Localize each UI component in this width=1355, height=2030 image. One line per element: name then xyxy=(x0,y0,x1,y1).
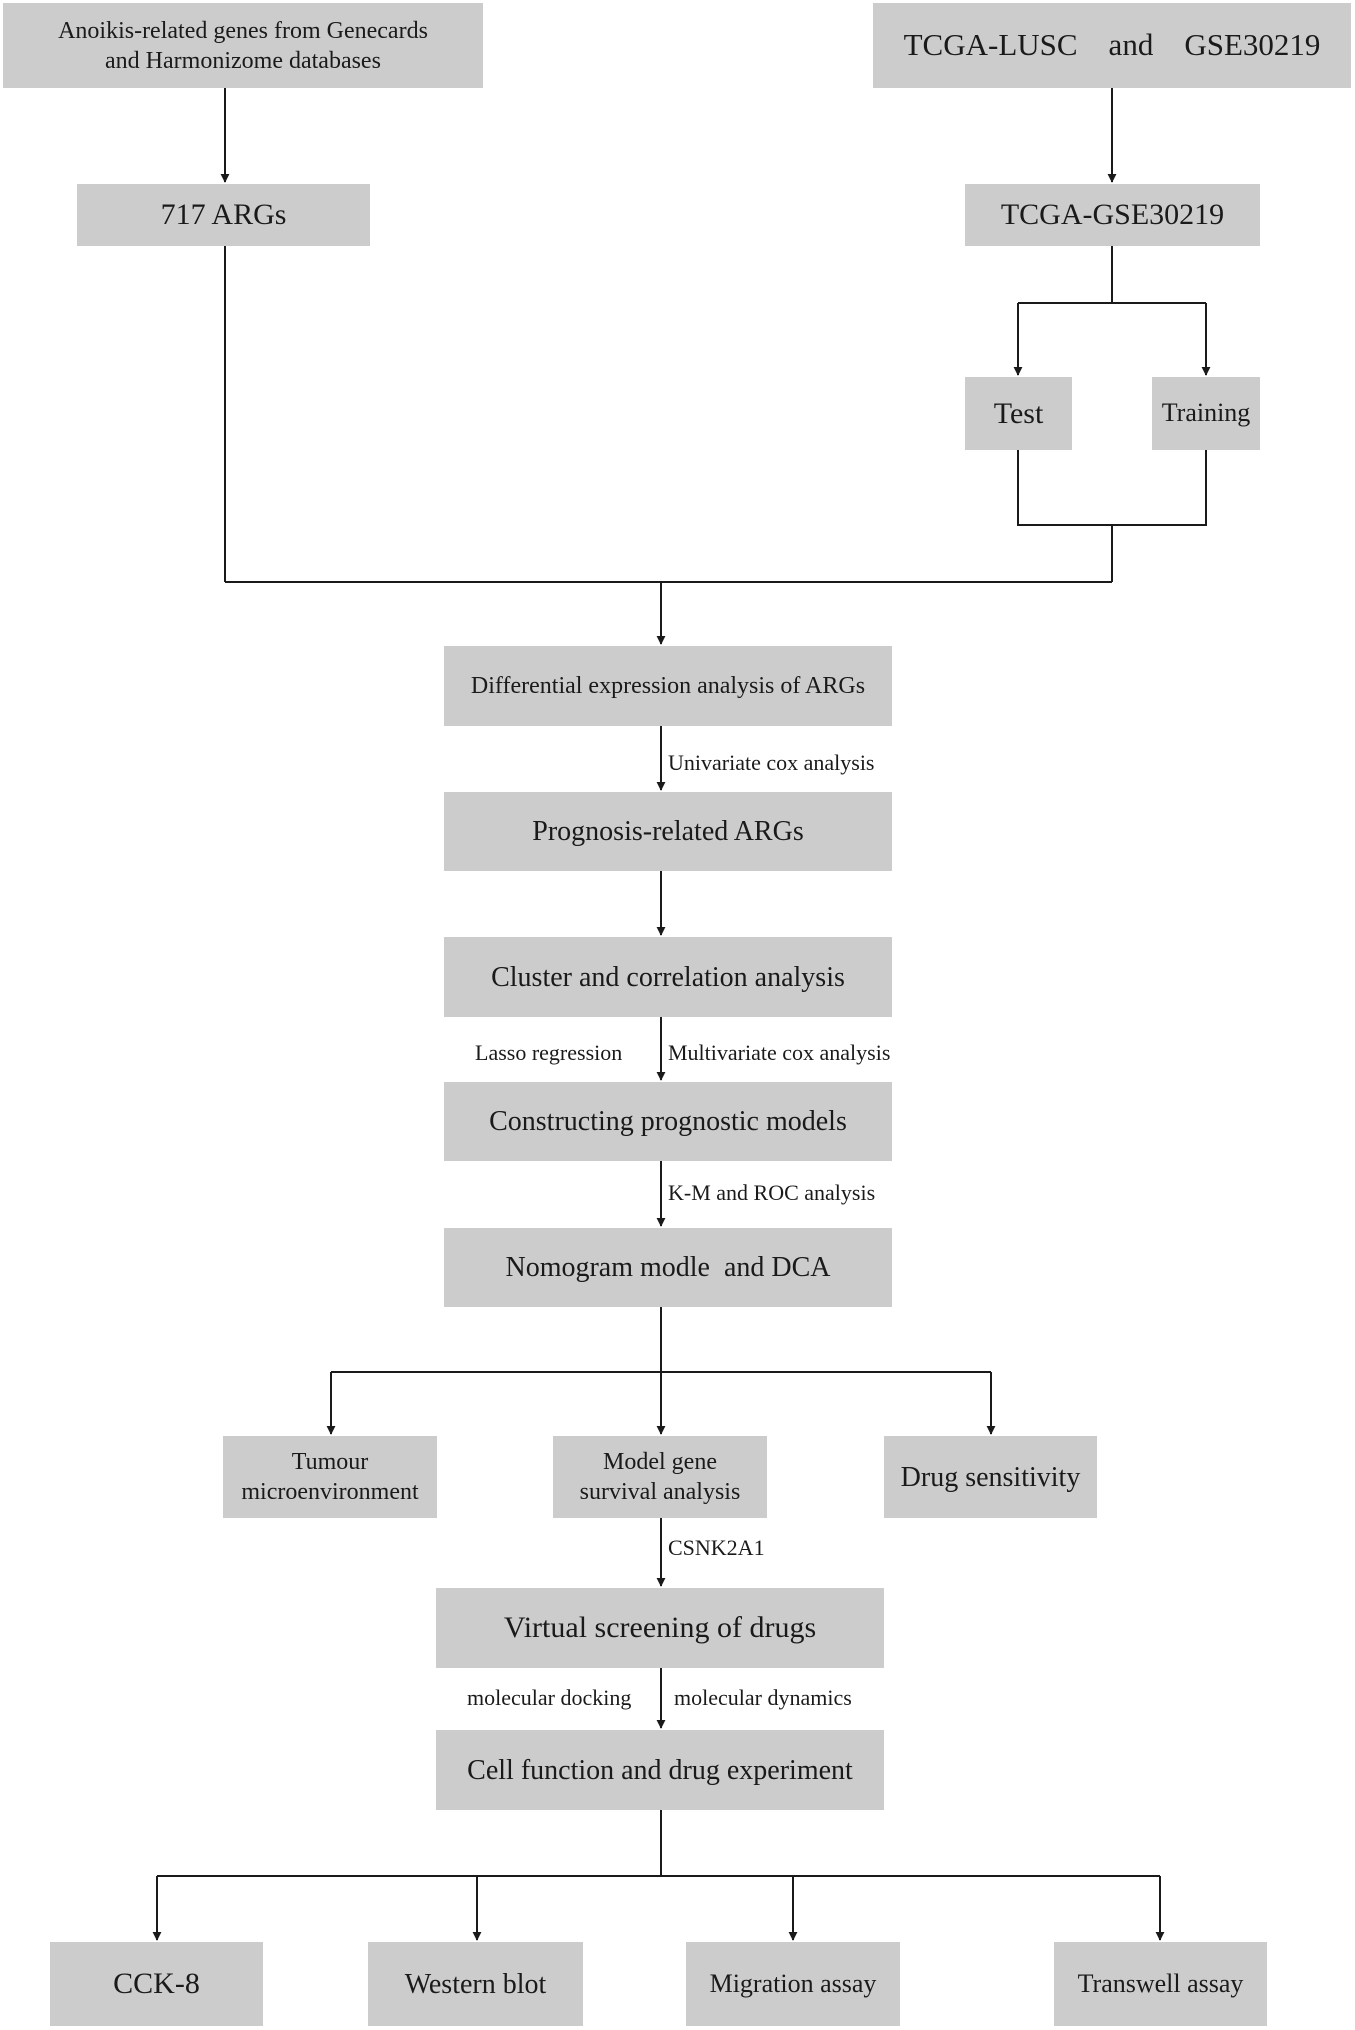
cck8-box: CCK-8 xyxy=(50,1942,263,2026)
source-genes-box: Anoikis-related genes from Genecards and… xyxy=(3,3,483,88)
transwell-box: Transwell assay xyxy=(1054,1942,1267,2026)
km-roc-label: K-M and ROC analysis xyxy=(668,1180,876,1205)
dynamics-label: molecular dynamics xyxy=(674,1685,852,1710)
test-box: Test xyxy=(965,377,1072,450)
virtual-screening-box: Virtual screening of drugs xyxy=(436,1588,884,1668)
prognosis-args-box: Prognosis-related ARGs xyxy=(444,792,892,871)
source-datasets-box: TCGA-LUSC and GSE30219 xyxy=(873,3,1351,88)
model-gene-box: Model gene survival analysis xyxy=(553,1436,767,1518)
migration-box: Migration assay xyxy=(686,1942,900,2026)
cluster-box: Cluster and correlation analysis xyxy=(444,937,892,1017)
nomogram-box: Nomogram modle and DCA xyxy=(444,1228,892,1307)
lasso-label: Lasso regression xyxy=(475,1040,623,1065)
tcga-gse-box: TCGA-GSE30219 xyxy=(965,184,1260,246)
training-box: Training xyxy=(1152,377,1260,450)
univariate-label: Univariate cox analysis xyxy=(668,750,875,775)
args-717-box: 717 ARGs xyxy=(77,184,370,246)
connector-test-training-merge xyxy=(1017,450,1207,526)
drug-sensitivity-box: Drug sensitivity xyxy=(884,1436,1097,1518)
docking-label: molecular docking xyxy=(467,1685,632,1710)
csnk2a1-label: CSNK2A1 xyxy=(668,1535,765,1560)
tumour-box: Tumour microenvironment xyxy=(223,1436,437,1518)
diff-expr-box: Differential expression analysis of ARGs xyxy=(444,646,892,726)
western-blot-box: Western blot xyxy=(368,1942,583,2026)
constructing-box: Constructing prognostic models xyxy=(444,1082,892,1161)
cell-function-box: Cell function and drug experiment xyxy=(436,1730,884,1810)
multivariate-label: Multivariate cox analysis xyxy=(668,1040,891,1065)
